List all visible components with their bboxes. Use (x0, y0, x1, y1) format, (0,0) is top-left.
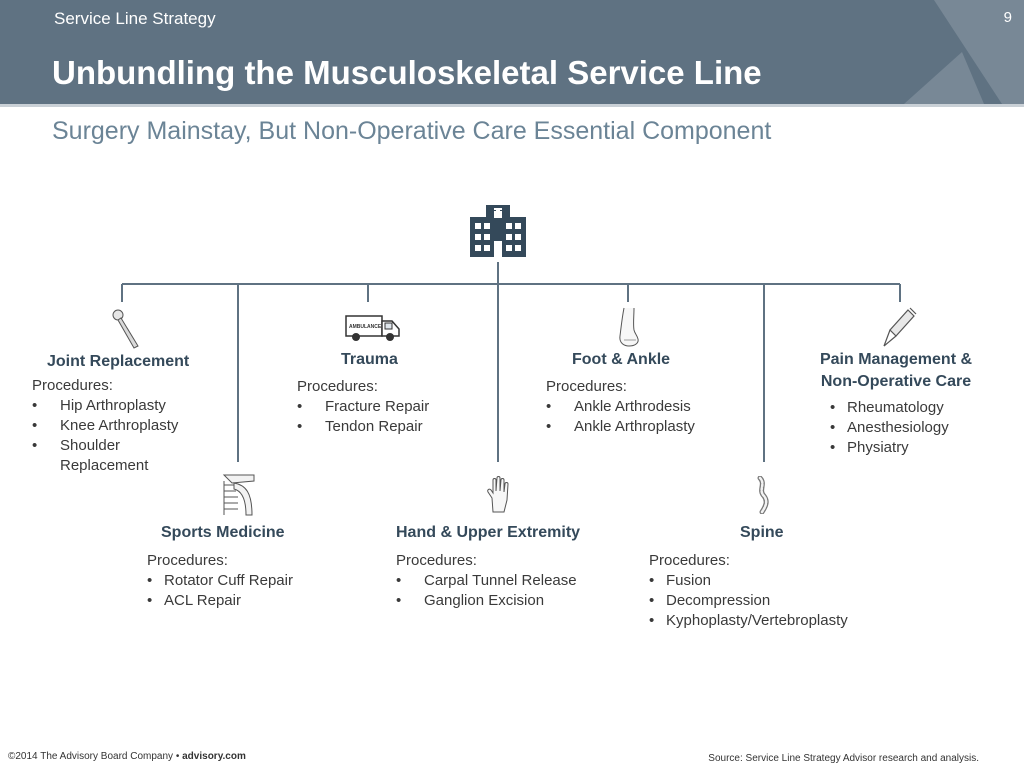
node-heading: Non-Operative Care (820, 373, 972, 390)
spine-icon (757, 476, 769, 514)
node-heading: Joint Replacement (47, 353, 190, 370)
list-item: Anesthesiology (830, 418, 996, 438)
node-spine: Spine Procedures: Fusion Decompression K… (649, 522, 889, 631)
list-item: Shoulder Replacement (32, 436, 172, 476)
node-heading: Spine (740, 524, 784, 541)
footer-copyright: ©2014 The Advisory Board Company • advis… (8, 751, 246, 762)
list-item: Knee Arthroplasty (32, 416, 232, 436)
procedure-list: Carpal Tunnel Release Ganglion Excision (396, 571, 626, 611)
procedure-list: Rheumatology Anesthesiology Physiatry (830, 398, 996, 458)
ambulance-label: AMBULANCE (349, 324, 382, 330)
node-pain-management: Pain Management & Non-Operative Care Rhe… (796, 349, 996, 458)
node-joint-replacement: Joint Replacement Procedures: Hip Arthro… (32, 351, 232, 476)
footer-source: Source: Service Line Strategy Advisor re… (708, 753, 979, 764)
foot-icon (619, 307, 639, 347)
node-heading: Foot & Ankle (572, 351, 671, 368)
list-item: Physiatry (830, 438, 996, 458)
shoulder-icon (222, 474, 255, 516)
list-item: Ankle Arthrodesis (546, 397, 746, 417)
list-item: Tendon Repair (297, 417, 487, 437)
list-item: Decompression (649, 591, 889, 611)
node-trauma: Trauma Procedures: Fracture Repair Tendo… (297, 349, 487, 437)
procedure-list: Hip Arthroplasty Knee Arthroplasty Shoul… (32, 396, 232, 476)
node-heading: Sports Medicine (161, 524, 285, 541)
node-hand-upper-extremity: Hand & Upper Extremity Procedures: Carpa… (396, 522, 626, 611)
node-heading: Hand & Upper Extremity (396, 524, 581, 541)
header-divider (0, 104, 1024, 107)
procedure-list: Rotator Cuff Repair ACL Repair (147, 571, 347, 611)
list-item: Fusion (649, 571, 889, 591)
procedures-label: Procedures: (546, 378, 627, 395)
list-item: Kyphoplasty/Vertebroplasty (649, 611, 889, 631)
logo-triangle-icon (904, 0, 1024, 104)
section-kicker: Service Line Strategy (54, 9, 216, 28)
hip-implant-icon (112, 309, 139, 349)
hospital-icon (470, 205, 526, 257)
node-heading: Trauma (341, 351, 398, 368)
procedures-label: Procedures: (147, 552, 228, 569)
header-bar: Service Line Strategy 9 Unbundling the M… (0, 0, 1024, 104)
node-foot-ankle: Foot & Ankle Procedures: Ankle Arthrodes… (546, 349, 746, 437)
copyright-text: ©2014 The Advisory Board Company • (8, 751, 183, 762)
procedures-label: Procedures: (649, 552, 730, 569)
procedure-list: Ankle Arthrodesis Ankle Arthroplasty (546, 397, 746, 437)
page-number: 9 (1003, 9, 1012, 26)
procedure-list: Fusion Decompression Kyphoplasty/Vertebr… (649, 571, 889, 631)
list-item: Fracture Repair (297, 397, 487, 417)
procedures-label: Procedures: (297, 378, 378, 395)
list-item: Rheumatology (830, 398, 996, 418)
list-item: Ganglion Excision (396, 591, 626, 611)
list-item: Hip Arthroplasty (32, 396, 232, 416)
list-item: Rotator Cuff Repair (147, 571, 347, 591)
hand-icon (487, 476, 509, 513)
node-heading: Pain Management & (819, 351, 973, 368)
procedures-label: Procedures: (396, 552, 477, 569)
ambulance-icon: AMBULANCE (345, 315, 400, 341)
list-item: ACL Repair (147, 591, 347, 611)
procedures-label: Procedures: (32, 377, 113, 394)
footer-site-link[interactable]: advisory.com (182, 751, 246, 762)
syringe-icon (883, 307, 917, 347)
list-item: Carpal Tunnel Release (396, 571, 626, 591)
procedure-list: Fracture Repair Tendon Repair (297, 397, 487, 437)
page-title: Unbundling the Musculoskeletal Service L… (52, 54, 762, 91)
node-sports-medicine: Sports Medicine Procedures: Rotator Cuff… (147, 522, 347, 611)
page-subtitle: Surgery Mainstay, But Non-Operative Care… (52, 117, 772, 145)
list-item: Ankle Arthroplasty (546, 417, 746, 437)
